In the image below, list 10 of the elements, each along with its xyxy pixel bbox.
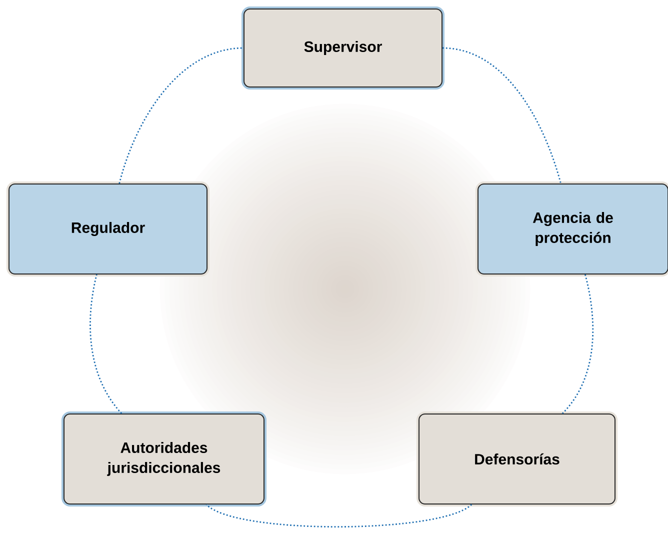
dotted-arc — [118, 47, 244, 184]
dotted-arc — [442, 47, 562, 184]
box: Regulador — [6, 182, 210, 276]
dotted-arc — [206, 504, 472, 528]
box: Defensorías — [416, 412, 618, 506]
box: Agencia de protección — [476, 182, 668, 276]
box: Supervisor — [242, 6, 444, 90]
dotted-arc — [90, 274, 122, 414]
box: Autoridades jurisdiccionales — [62, 412, 266, 506]
dotted-arc — [562, 274, 594, 414]
